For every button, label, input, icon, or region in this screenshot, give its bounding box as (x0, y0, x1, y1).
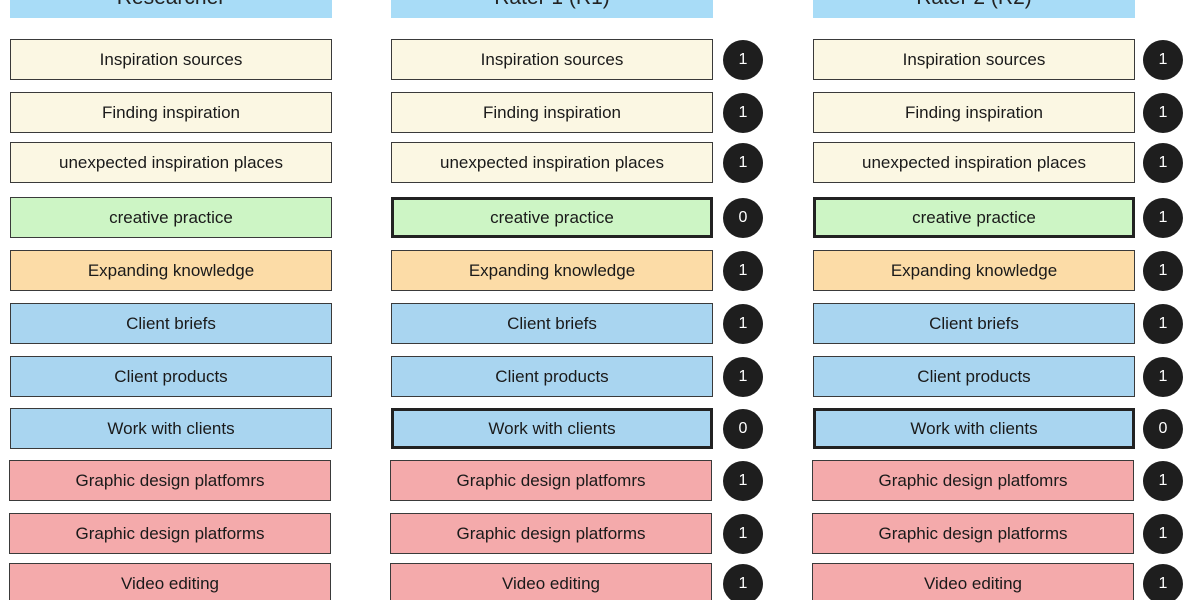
code-box: Client products (10, 356, 332, 397)
agreement-score-badge: 1 (1143, 303, 1183, 344)
agreement-score-badge: 1 (1143, 513, 1183, 554)
code-box: creative practice (813, 197, 1135, 238)
agreement-score-badge: 1 (1143, 250, 1183, 291)
code-box: Graphic design platforms (9, 513, 331, 554)
code-box: Inspiration sources (391, 39, 713, 80)
code-box: unexpected inspiration places (391, 142, 713, 183)
agreement-score-badge: 1 (723, 250, 763, 291)
agreement-score-badge: 1 (723, 356, 763, 397)
agreement-score-badge: 1 (1143, 39, 1183, 80)
code-box: Inspiration sources (813, 39, 1135, 80)
code-box: Client products (391, 356, 713, 397)
column-header-rater-2: Rater 2 (R2) (813, 0, 1135, 18)
agreement-score-badge: 1 (1143, 460, 1183, 501)
agreement-score-badge: 1 (1143, 356, 1183, 397)
code-box: unexpected inspiration places (10, 142, 332, 183)
agreement-score-badge: 1 (1143, 142, 1183, 183)
code-box: Client products (813, 356, 1135, 397)
code-box: Client briefs (391, 303, 713, 344)
code-box: Video editing (812, 563, 1134, 600)
agreement-score-badge: 1 (723, 460, 763, 501)
code-box: Video editing (390, 563, 712, 600)
code-box: Work with clients (10, 408, 332, 449)
code-box: Expanding knowledge (391, 250, 713, 291)
code-box: Graphic design platforms (390, 513, 712, 554)
code-box: creative practice (10, 197, 332, 238)
agreement-score-badge: 1 (723, 563, 763, 600)
code-box: Graphic design platfomrs (812, 460, 1134, 501)
code-box: unexpected inspiration places (813, 142, 1135, 183)
code-box: Client briefs (813, 303, 1135, 344)
agreement-score-badge: 1 (723, 513, 763, 554)
code-box: Inspiration sources (10, 39, 332, 80)
agreement-score-badge: 0 (723, 408, 763, 449)
agreement-score-badge: 1 (723, 39, 763, 80)
code-box: Expanding knowledge (10, 250, 332, 291)
code-box: Work with clients (391, 408, 713, 449)
code-box: Finding inspiration (813, 92, 1135, 133)
agreement-score-badge: 1 (723, 303, 763, 344)
agreement-score-badge: 1 (1143, 197, 1183, 238)
column-header-researcher: Researcher (10, 0, 332, 18)
agreement-score-badge: 1 (1143, 563, 1183, 600)
code-box: Graphic design platforms (812, 513, 1134, 554)
agreement-score-badge: 1 (1143, 92, 1183, 133)
code-box: Expanding knowledge (813, 250, 1135, 291)
code-box: Finding inspiration (391, 92, 713, 133)
agreement-score-badge: 0 (1143, 408, 1183, 449)
column-header-rater-1: Rater 1 (R1) (391, 0, 713, 18)
code-box: Graphic design platfomrs (9, 460, 331, 501)
agreement-score-badge: 1 (723, 92, 763, 133)
code-box: Finding inspiration (10, 92, 332, 133)
code-box: Work with clients (813, 408, 1135, 449)
agreement-score-badge: 0 (723, 197, 763, 238)
code-box: Client briefs (10, 303, 332, 344)
code-box: Video editing (9, 563, 331, 600)
code-box: Graphic design platfomrs (390, 460, 712, 501)
code-box: creative practice (391, 197, 713, 238)
agreement-score-badge: 1 (723, 142, 763, 183)
